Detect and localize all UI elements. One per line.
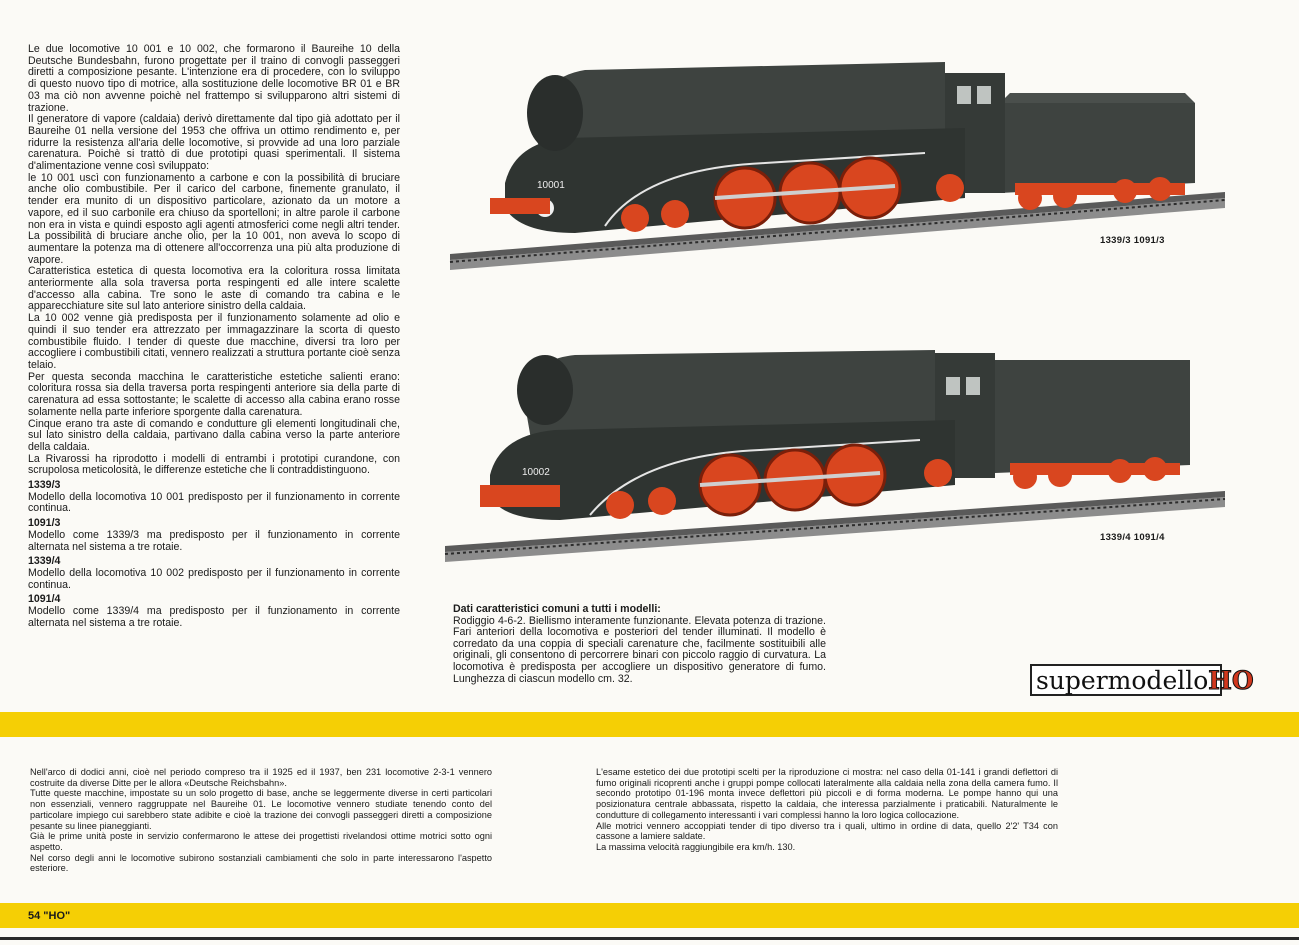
history-left: Nell'arco di dodici anni, cioè nel perio… xyxy=(30,767,492,874)
paragraph: Alle motrici vennero accoppiati tender d… xyxy=(596,820,1058,842)
paragraph: Le due locomotive 10 001 e 10 002, che f… xyxy=(28,43,400,114)
model-description: Modello della locomotiva 10 001 predispo… xyxy=(28,490,400,515)
paragraph: le 10 001 uscì con funzionamento a carbo… xyxy=(28,171,400,266)
model-description: Modello come 1339/3 ma predisposto per i… xyxy=(28,528,400,553)
yellow-band-bottom xyxy=(0,903,1299,928)
paragraph: Già le prime unità poste in servizio con… xyxy=(30,831,492,852)
paragraph: La Rivarossi ha riprodotto i modelli di … xyxy=(28,452,400,477)
locomotive-10001-photo: 10001 xyxy=(449,62,1225,270)
paragraph: Il generatore di vapore (caldaia) derivò… xyxy=(28,113,400,173)
bottom-rule xyxy=(0,937,1299,940)
supermodello-ho-logo: supermodelloHO xyxy=(1030,664,1254,696)
specs-body: Rodiggio 4-6-2. Biellismo interamente fu… xyxy=(453,614,826,685)
yellow-band-top xyxy=(0,712,1299,737)
logo-text: supermodello xyxy=(1036,666,1209,695)
specifications: Dati caratteristici comuni a tutti i mod… xyxy=(453,603,826,685)
model-entry: 1091/4 Modello come 1339/4 ma predispost… xyxy=(28,594,400,629)
model-description: Modello della locomotiva 10 002 predispo… xyxy=(28,566,400,591)
model-code: 1091/4 xyxy=(28,593,61,606)
paragraph: Cinque erano tra aste di comando e condu… xyxy=(28,417,400,453)
paragraph: L'esame estetico dei due prototipi scelt… xyxy=(596,767,1058,820)
model-entry: 1091/3 Modello come 1339/3 ma predispost… xyxy=(28,517,400,553)
history-right: L'esame estetico dei due prototipi scelt… xyxy=(596,767,1058,853)
model-description: Modello come 1339/4 ma predisposto per i… xyxy=(28,605,400,629)
locomotive-10002-photo: 10002 xyxy=(444,350,1226,562)
paragraph: Caratteristica estetica di questa locomo… xyxy=(28,265,400,313)
paragraph: Nell'arco di dodici anni, cioè nel perio… xyxy=(30,767,492,788)
number-plate: 10001 xyxy=(537,180,565,191)
page-number: 54 "HO" xyxy=(28,910,71,922)
paragraph: La massima velocità raggiungibile era km… xyxy=(596,841,796,852)
logo-ho: HO xyxy=(1208,666,1254,696)
paragraph: Tutte queste macchine, impostate su un s… xyxy=(30,788,492,831)
model-entry: 1339/4 Modello della locomotiva 10 002 p… xyxy=(28,556,400,591)
specs-heading: Dati caratteristici comuni a tutti i mod… xyxy=(453,603,661,615)
article-column: Le due locomotive 10 001 e 10 002, che f… xyxy=(28,43,400,629)
model-entry: 1339/3 Modello della locomotiva 10 001 p… xyxy=(28,479,400,515)
paragraph: Nel corso degli anni le locomotive subir… xyxy=(30,852,492,874)
photo-caption: 1339/3 1091/3 xyxy=(1100,235,1165,246)
model-code: 1091/3 xyxy=(28,517,61,530)
photo-caption: 1339/4 1091/4 xyxy=(1100,532,1165,543)
model-code: 1339/3 xyxy=(28,479,61,492)
paragraph: Per questa seconda macchina le caratteri… xyxy=(28,370,400,418)
model-code: 1339/4 xyxy=(28,555,61,568)
number-plate: 10002 xyxy=(522,467,550,478)
paragraph: La 10 002 venne già predisposta per il f… xyxy=(28,312,400,371)
